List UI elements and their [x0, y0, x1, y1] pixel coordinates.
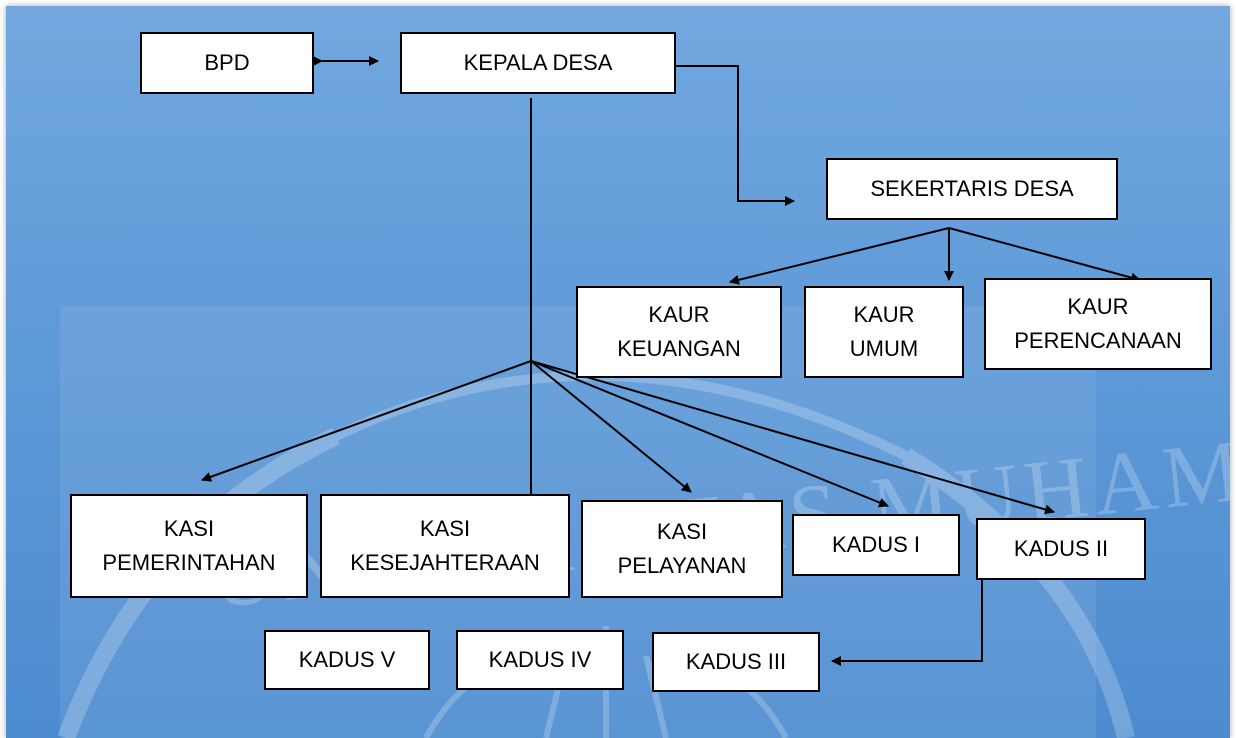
kadus-4-box: KADUS IV [456, 630, 624, 690]
kaur-perencanaan-box: KAUR PERENCANAAN [984, 278, 1212, 370]
sekertaris-desa-label: SEKERTARIS DESA [870, 176, 1074, 201]
kadus-2-box: KADUS II [976, 518, 1146, 580]
kasi-kesejahteraan-box: KASI KESEJAHTERAAN [320, 494, 570, 598]
kadus-1-label: KADUS I [831, 532, 921, 557]
kaur-umum-label: KAUR UMUM [849, 302, 919, 361]
kaur-perencanaan-label: KAUR PERENCANAAN [1014, 294, 1182, 353]
kasi-pemerintahan-box: KASI PEMERINTAHAN [70, 494, 308, 598]
kadus-5-box: KADUS V [264, 630, 430, 690]
kadus-3-label: KADUS III [685, 649, 787, 674]
kadus-4-label: KADUS IV [488, 647, 592, 672]
kadus-2-label: KADUS II [1013, 536, 1109, 561]
sekertaris-kaur-connectors [729, 227, 1141, 285]
kepala-sekertaris-connector [676, 65, 795, 206]
kepala-desa-label: KEPALA DESA [463, 50, 613, 75]
kadus-5-label: KADUS V [298, 647, 396, 672]
kepala-desa-box: KEPALA DESA [400, 32, 676, 94]
bpd-label: BPD [204, 50, 250, 75]
kadus2-kadus3-connector [831, 578, 983, 666]
kadus-3-box: KADUS III [652, 632, 820, 692]
kasi-kesejahteraan-label: KASI KESEJAHTERAAN [350, 516, 540, 575]
sekertaris-desa-box: SEKERTARIS DESA [826, 158, 1118, 220]
kepala-kasi-connectors [201, 360, 1055, 515]
kaur-keuangan-label: KAUR KEUANGAN [617, 302, 741, 361]
kaur-umum-box: KAUR UMUM [804, 286, 964, 378]
kasi-pelayanan-label: KASI PELAYANAN [617, 519, 747, 578]
kaur-keuangan-box: KAUR KEUANGAN [576, 286, 782, 378]
bpd-box: BPD [140, 32, 314, 94]
kasi-pelayanan-box: KASI PELAYANAN [581, 500, 783, 598]
kasi-pemerintahan-label: KASI PEMERINTAHAN [102, 516, 276, 575]
org-chart: UNIVERSITAS MUHAMMADIYAH [6, 6, 1230, 738]
kadus-1-box: KADUS I [792, 514, 960, 576]
